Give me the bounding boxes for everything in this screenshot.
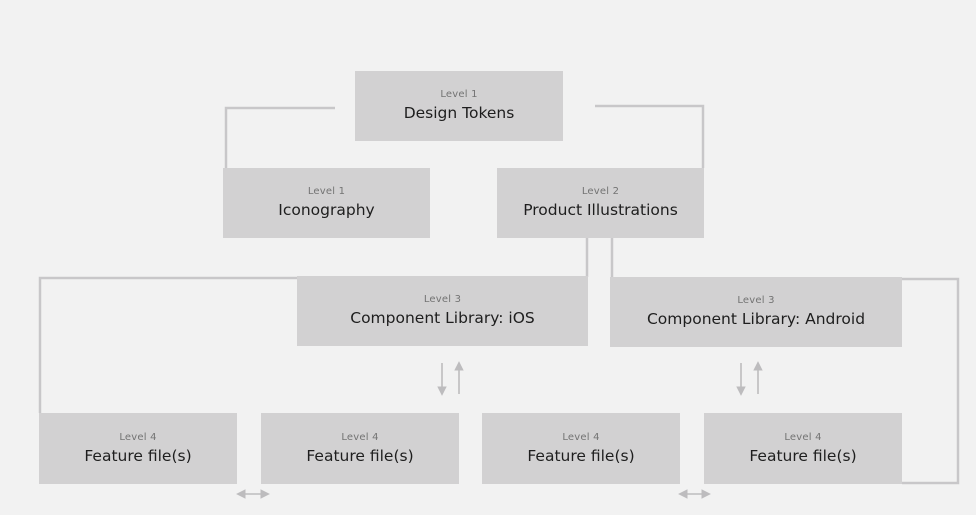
node-title: Feature file(s)	[306, 446, 414, 465]
node-title: Product Illustrations	[523, 201, 678, 219]
node-title: Component Library: Android	[646, 310, 866, 328]
node-product-illustrations: Level 2 Product Illustrations	[497, 168, 704, 238]
connector-tokens-illustrations	[595, 104, 705, 168]
node-iconography: Level 1 Iconography	[223, 168, 430, 238]
node-title: Feature file(s)	[84, 446, 192, 465]
node-feature-file-2: Level 4 Feature file(s)	[261, 413, 459, 484]
node-title: Feature file(s)	[749, 446, 857, 465]
node-design-tokens: Level 1 Design Tokens	[355, 71, 563, 141]
node-level-label: Level 3	[423, 294, 462, 305]
node-feature-file-1: Level 4 Feature file(s)	[39, 413, 237, 484]
node-level-label: Level 1	[307, 186, 346, 197]
node-title: Component Library: iOS	[350, 309, 535, 327]
connector-tokens-iconography	[224, 106, 335, 168]
node-title: Iconography	[278, 201, 375, 219]
node-level-label: Level 4	[119, 431, 157, 443]
node-level-label: Level 1	[440, 89, 478, 100]
node-feature-file-3: Level 4 Feature file(s)	[482, 413, 680, 484]
node-level-label: Level 2	[581, 186, 620, 197]
node-component-library-android: Level 3 Component Library: Android	[610, 277, 902, 347]
connector-android-feature-4	[902, 277, 960, 485]
node-level-label: Level 4	[562, 431, 600, 443]
node-feature-file-4: Level 4 Feature file(s)	[704, 413, 902, 484]
connector-ios-feature-1	[38, 276, 298, 413]
node-level-label: Level 3	[737, 295, 775, 306]
node-level-label: Level 4	[341, 431, 379, 443]
node-title: Feature file(s)	[527, 446, 635, 465]
node-component-library-ios: Level 3 Component Library: iOS	[297, 276, 588, 346]
node-title: Design Tokens	[403, 104, 515, 122]
node-level-label: Level 4	[784, 431, 822, 443]
